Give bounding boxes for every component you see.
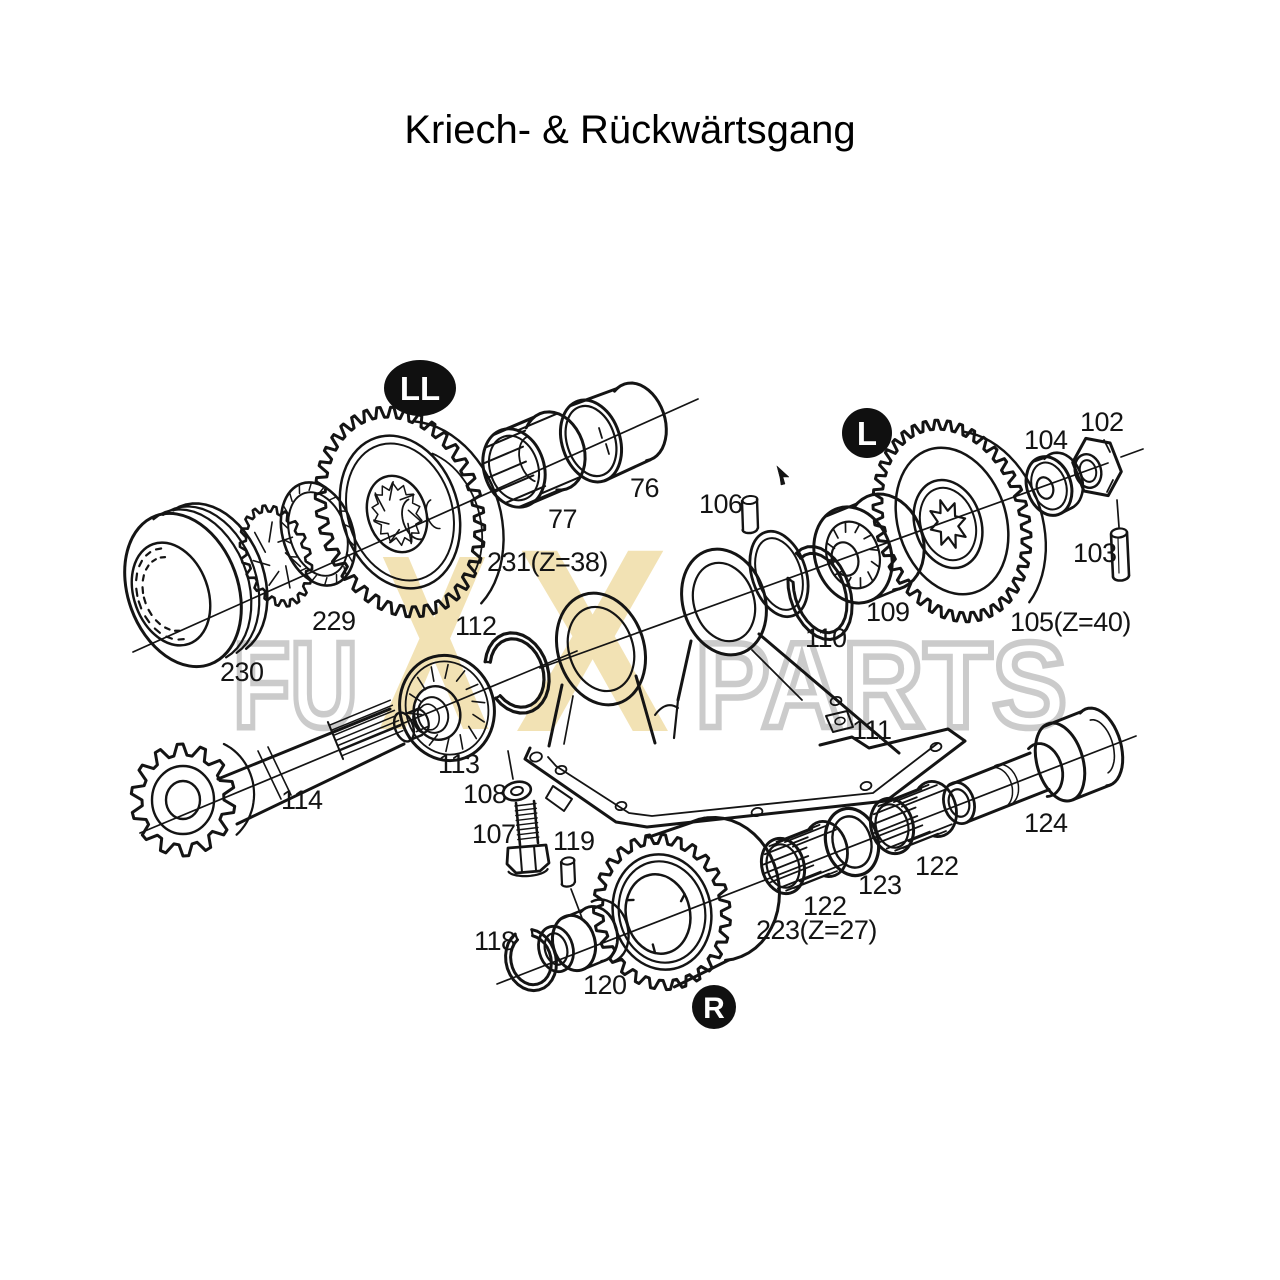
part-label-122-rear: 122 — [915, 851, 959, 881]
part-label-114: 114 — [281, 785, 323, 815]
part-label-113: 113 — [438, 749, 480, 779]
part-label-76: 76 — [630, 473, 659, 503]
part-label-230: 230 — [220, 657, 264, 687]
badge-l-shape — [842, 408, 892, 458]
part-label-110: 110 — [805, 623, 847, 653]
part-labels: 230 229 231(Z=38) 77 76 112 113 114 106 … — [220, 407, 1131, 1000]
part-label-120: 120 — [583, 970, 627, 1000]
part-label-105: 105(Z=40) — [1010, 607, 1131, 637]
part-bushing-76 — [559, 381, 668, 484]
part-gear-223 — [592, 816, 781, 992]
part-ring-110 — [748, 529, 810, 619]
part-label-231: 231(Z=38) — [487, 547, 608, 577]
part-label-124: 124 — [1024, 808, 1068, 838]
badge-ll-shape — [384, 360, 456, 416]
part-label-112: 112 — [455, 611, 497, 641]
badge-ll-text: LL — [400, 370, 440, 407]
part-ring-123 — [823, 806, 881, 878]
part-label-107: 107 — [472, 819, 516, 849]
part-circlip-110 — [786, 545, 854, 641]
part-housing-111 — [523, 547, 967, 829]
part-pin-119 — [559, 856, 577, 888]
part-label-118: 118 — [474, 926, 516, 956]
part-label-102: 102 — [1080, 407, 1124, 437]
part-label-104: 104 — [1024, 425, 1068, 455]
part-label-77: 77 — [548, 504, 577, 534]
badge-r: R — [692, 985, 736, 1029]
part-label-111: 111 — [852, 715, 892, 745]
part-bolt-107 — [505, 799, 551, 878]
part-label-103: 103 — [1073, 538, 1117, 568]
part-nut-102 — [1071, 436, 1123, 498]
watermark-x2: X — [515, 494, 671, 787]
part-needle-cage-122-front — [759, 820, 849, 896]
part-label-122-front: 122 — [803, 891, 847, 921]
part-roller-104 — [1024, 451, 1085, 517]
part-shaft-124 — [942, 706, 1125, 826]
badge-l: L — [842, 408, 892, 458]
part-needle-bearing-77 — [481, 410, 587, 509]
badge-l-text: L — [857, 415, 877, 452]
part-gear-105 — [871, 418, 1047, 624]
badge-ll: LL — [384, 360, 456, 416]
part-label-109: 109 — [866, 597, 910, 627]
watermark-text-right: PARTS — [695, 617, 1067, 753]
badge-r-text: R — [703, 992, 725, 1025]
part-needle-cage-122-rear — [868, 780, 958, 856]
part-pin-106 — [740, 494, 760, 535]
part-bearing-113 — [398, 653, 496, 763]
part-label-106: 106 — [699, 489, 743, 519]
arrow-mark — [776, 465, 790, 486]
part-label-123: 123 — [858, 870, 902, 900]
part-washer-108 — [501, 780, 533, 802]
badge-r-shape — [692, 985, 736, 1029]
part-label-108: 108 — [463, 779, 507, 809]
page-title: Kriech- & Rückwärtsgang — [404, 108, 855, 152]
part-label-119: 119 — [553, 826, 595, 856]
part-pinion-shaft-114 — [129, 699, 430, 858]
part-pin-103 — [1109, 527, 1131, 582]
part-circlip-112 — [483, 631, 551, 715]
part-label-223: 223(Z=27) — [756, 915, 877, 945]
part-label-229: 229 — [312, 606, 356, 636]
line-art — [123, 381, 1144, 993]
